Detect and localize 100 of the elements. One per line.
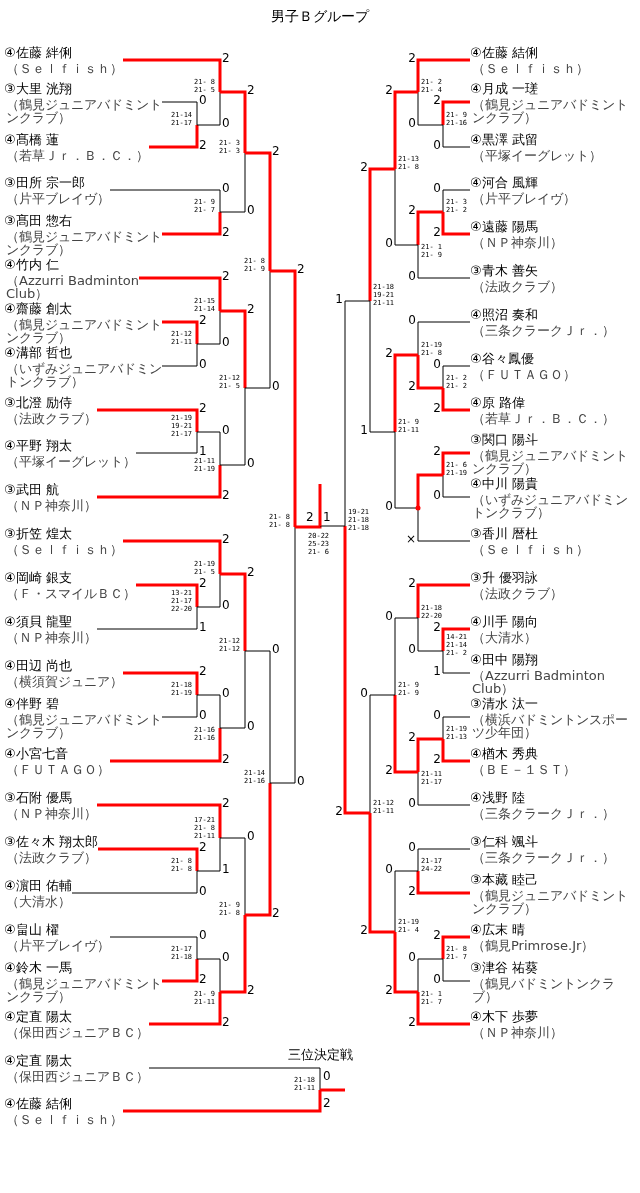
game-score: 0 bbox=[385, 610, 393, 622]
bracket-line bbox=[148, 1067, 321, 1091]
winning-path bbox=[162, 959, 199, 983]
game-score: 2 bbox=[272, 145, 280, 157]
bracket-line bbox=[417, 507, 471, 542]
bracket-line bbox=[394, 168, 419, 246]
club-name: （法政クラブ） bbox=[472, 587, 563, 600]
game-score: 0 bbox=[408, 117, 416, 129]
player-name: ③大里 洸翔 bbox=[4, 81, 72, 97]
game-score: 0 bbox=[222, 687, 230, 699]
player-name: ④川手 陽向 bbox=[470, 614, 538, 630]
player-name: ③北澄 励侍 bbox=[4, 395, 72, 411]
game-score: 0 bbox=[385, 237, 393, 249]
game-score: 2 bbox=[433, 94, 441, 106]
club-name: （Azzurri Badminton Club） bbox=[472, 669, 606, 695]
player-name: ④広末 晴 bbox=[470, 922, 525, 938]
club-name: （Ｓｅｌｆｉｓｈ） bbox=[6, 543, 123, 556]
game-score: 2 bbox=[335, 805, 343, 817]
bracket-line bbox=[219, 152, 246, 213]
winning-path bbox=[318, 484, 322, 526]
player-name: ④鈴木 一馬 bbox=[4, 960, 72, 976]
bracket-line bbox=[196, 958, 221, 993]
game-score: 1 bbox=[222, 863, 230, 875]
player-name: ④竹内 仁 bbox=[4, 257, 59, 273]
winning-path bbox=[416, 871, 470, 895]
player-name: ④河合 風輝 bbox=[470, 175, 538, 191]
game-score: 0 bbox=[297, 775, 305, 787]
game-score: 0 bbox=[222, 117, 230, 129]
bracket-line bbox=[394, 431, 419, 509]
winning-path bbox=[139, 276, 222, 311]
game-score: 0 bbox=[433, 709, 441, 721]
bracket-line bbox=[219, 387, 246, 466]
club-name: （鶴見ジュニアバドミントンクラブ） bbox=[472, 449, 629, 475]
player-name: ④佐藤 結俐 bbox=[4, 1096, 72, 1112]
game-score: 2 bbox=[222, 797, 230, 809]
club-name: （保田西ジュニアＢＣ） bbox=[6, 1070, 149, 1083]
junction-dot bbox=[415, 505, 421, 511]
club-name: （Ｓｅｌｆｉｓｈ） bbox=[472, 62, 589, 75]
club-name: （鶴見バドミントンクラブ） bbox=[472, 977, 616, 1003]
game-score: 2 bbox=[222, 753, 230, 765]
club-name: （鶴見Primrose.Jr） bbox=[472, 939, 595, 952]
bracket-line bbox=[196, 837, 221, 872]
club-name: （若草Ｊｒ．Ｂ．Ｃ．） bbox=[472, 412, 615, 425]
bracket-line bbox=[417, 958, 444, 993]
winning-path bbox=[98, 847, 199, 871]
club-name: （法政クラブ） bbox=[6, 412, 97, 425]
club-name: （Ｓｅｌｆｉｓｈ） bbox=[6, 62, 123, 75]
game-score: 0 bbox=[247, 457, 255, 469]
game-score: 0 bbox=[247, 720, 255, 732]
game-score: 2 bbox=[199, 402, 207, 414]
winning-path bbox=[441, 451, 470, 475]
winning-path bbox=[441, 739, 470, 763]
player-name: ③青木 善矢 bbox=[470, 263, 538, 279]
winning-path bbox=[416, 737, 443, 772]
bracket-line bbox=[161, 694, 198, 718]
game-score: 2 bbox=[433, 445, 441, 457]
player-name: ④佐藤 絆俐 bbox=[4, 45, 72, 61]
club-name: （鶴見ジュニアバドミントンクラブ） bbox=[6, 98, 163, 124]
club-name: （ＮＰ神奈川） bbox=[472, 1026, 563, 1039]
game-score: 0 bbox=[433, 973, 441, 985]
player-name: ④中川 陽貴 bbox=[470, 476, 538, 492]
club-name: （鶴見ジュニアバドミントンクラブ） bbox=[6, 318, 163, 344]
game-score: 0 bbox=[385, 500, 393, 512]
bracket-line bbox=[269, 526, 296, 784]
game-score: × bbox=[405, 533, 416, 545]
bracket-line bbox=[319, 525, 346, 527]
player-name: ③佐々木 翔太郎 bbox=[4, 834, 98, 850]
player-name: ④照沼 奏和 bbox=[470, 307, 538, 323]
club-name: （鶴見ジュニアバドミントンクラブ） bbox=[472, 98, 629, 124]
bracket-line bbox=[196, 310, 221, 345]
winning-path bbox=[416, 473, 443, 508]
game-score: 2 bbox=[385, 984, 393, 996]
player-name: ③升 優羽詠 bbox=[470, 570, 538, 586]
bracket-line bbox=[442, 474, 471, 498]
game-score: 2 bbox=[408, 204, 416, 216]
bracket-line bbox=[442, 958, 471, 982]
winning-path bbox=[416, 355, 443, 390]
game-score: 2 bbox=[199, 577, 207, 589]
game-score: 0 bbox=[222, 182, 230, 194]
winning-path bbox=[162, 320, 199, 344]
bracket-line bbox=[196, 91, 221, 126]
bracket-line bbox=[344, 300, 371, 527]
bracket-line bbox=[161, 101, 198, 126]
winning-path bbox=[368, 813, 395, 934]
club-name: （片平ブレイヴ） bbox=[6, 939, 110, 952]
club-name: （いずみジュニアバドミントンクラブ） bbox=[6, 362, 163, 388]
bracket-line bbox=[417, 848, 471, 872]
player-name: ④畠山 櫂 bbox=[4, 922, 59, 938]
game-score: 2 bbox=[199, 139, 207, 151]
bracket-line bbox=[71, 870, 198, 894]
bracket-line bbox=[219, 650, 246, 729]
winning-path bbox=[245, 151, 272, 271]
winning-path bbox=[393, 932, 418, 994]
game-score: 0 bbox=[385, 863, 393, 875]
club-name: （いずみジュニアバドミントンクラブ） bbox=[472, 493, 629, 519]
game-score: 0 bbox=[199, 929, 207, 941]
player-name: ④定直 陽太 bbox=[4, 1053, 72, 1069]
winning-path bbox=[123, 58, 222, 92]
bracket-line bbox=[96, 606, 198, 630]
club-name: （鶴見ジュニアバドミントンクラブ） bbox=[6, 713, 163, 739]
